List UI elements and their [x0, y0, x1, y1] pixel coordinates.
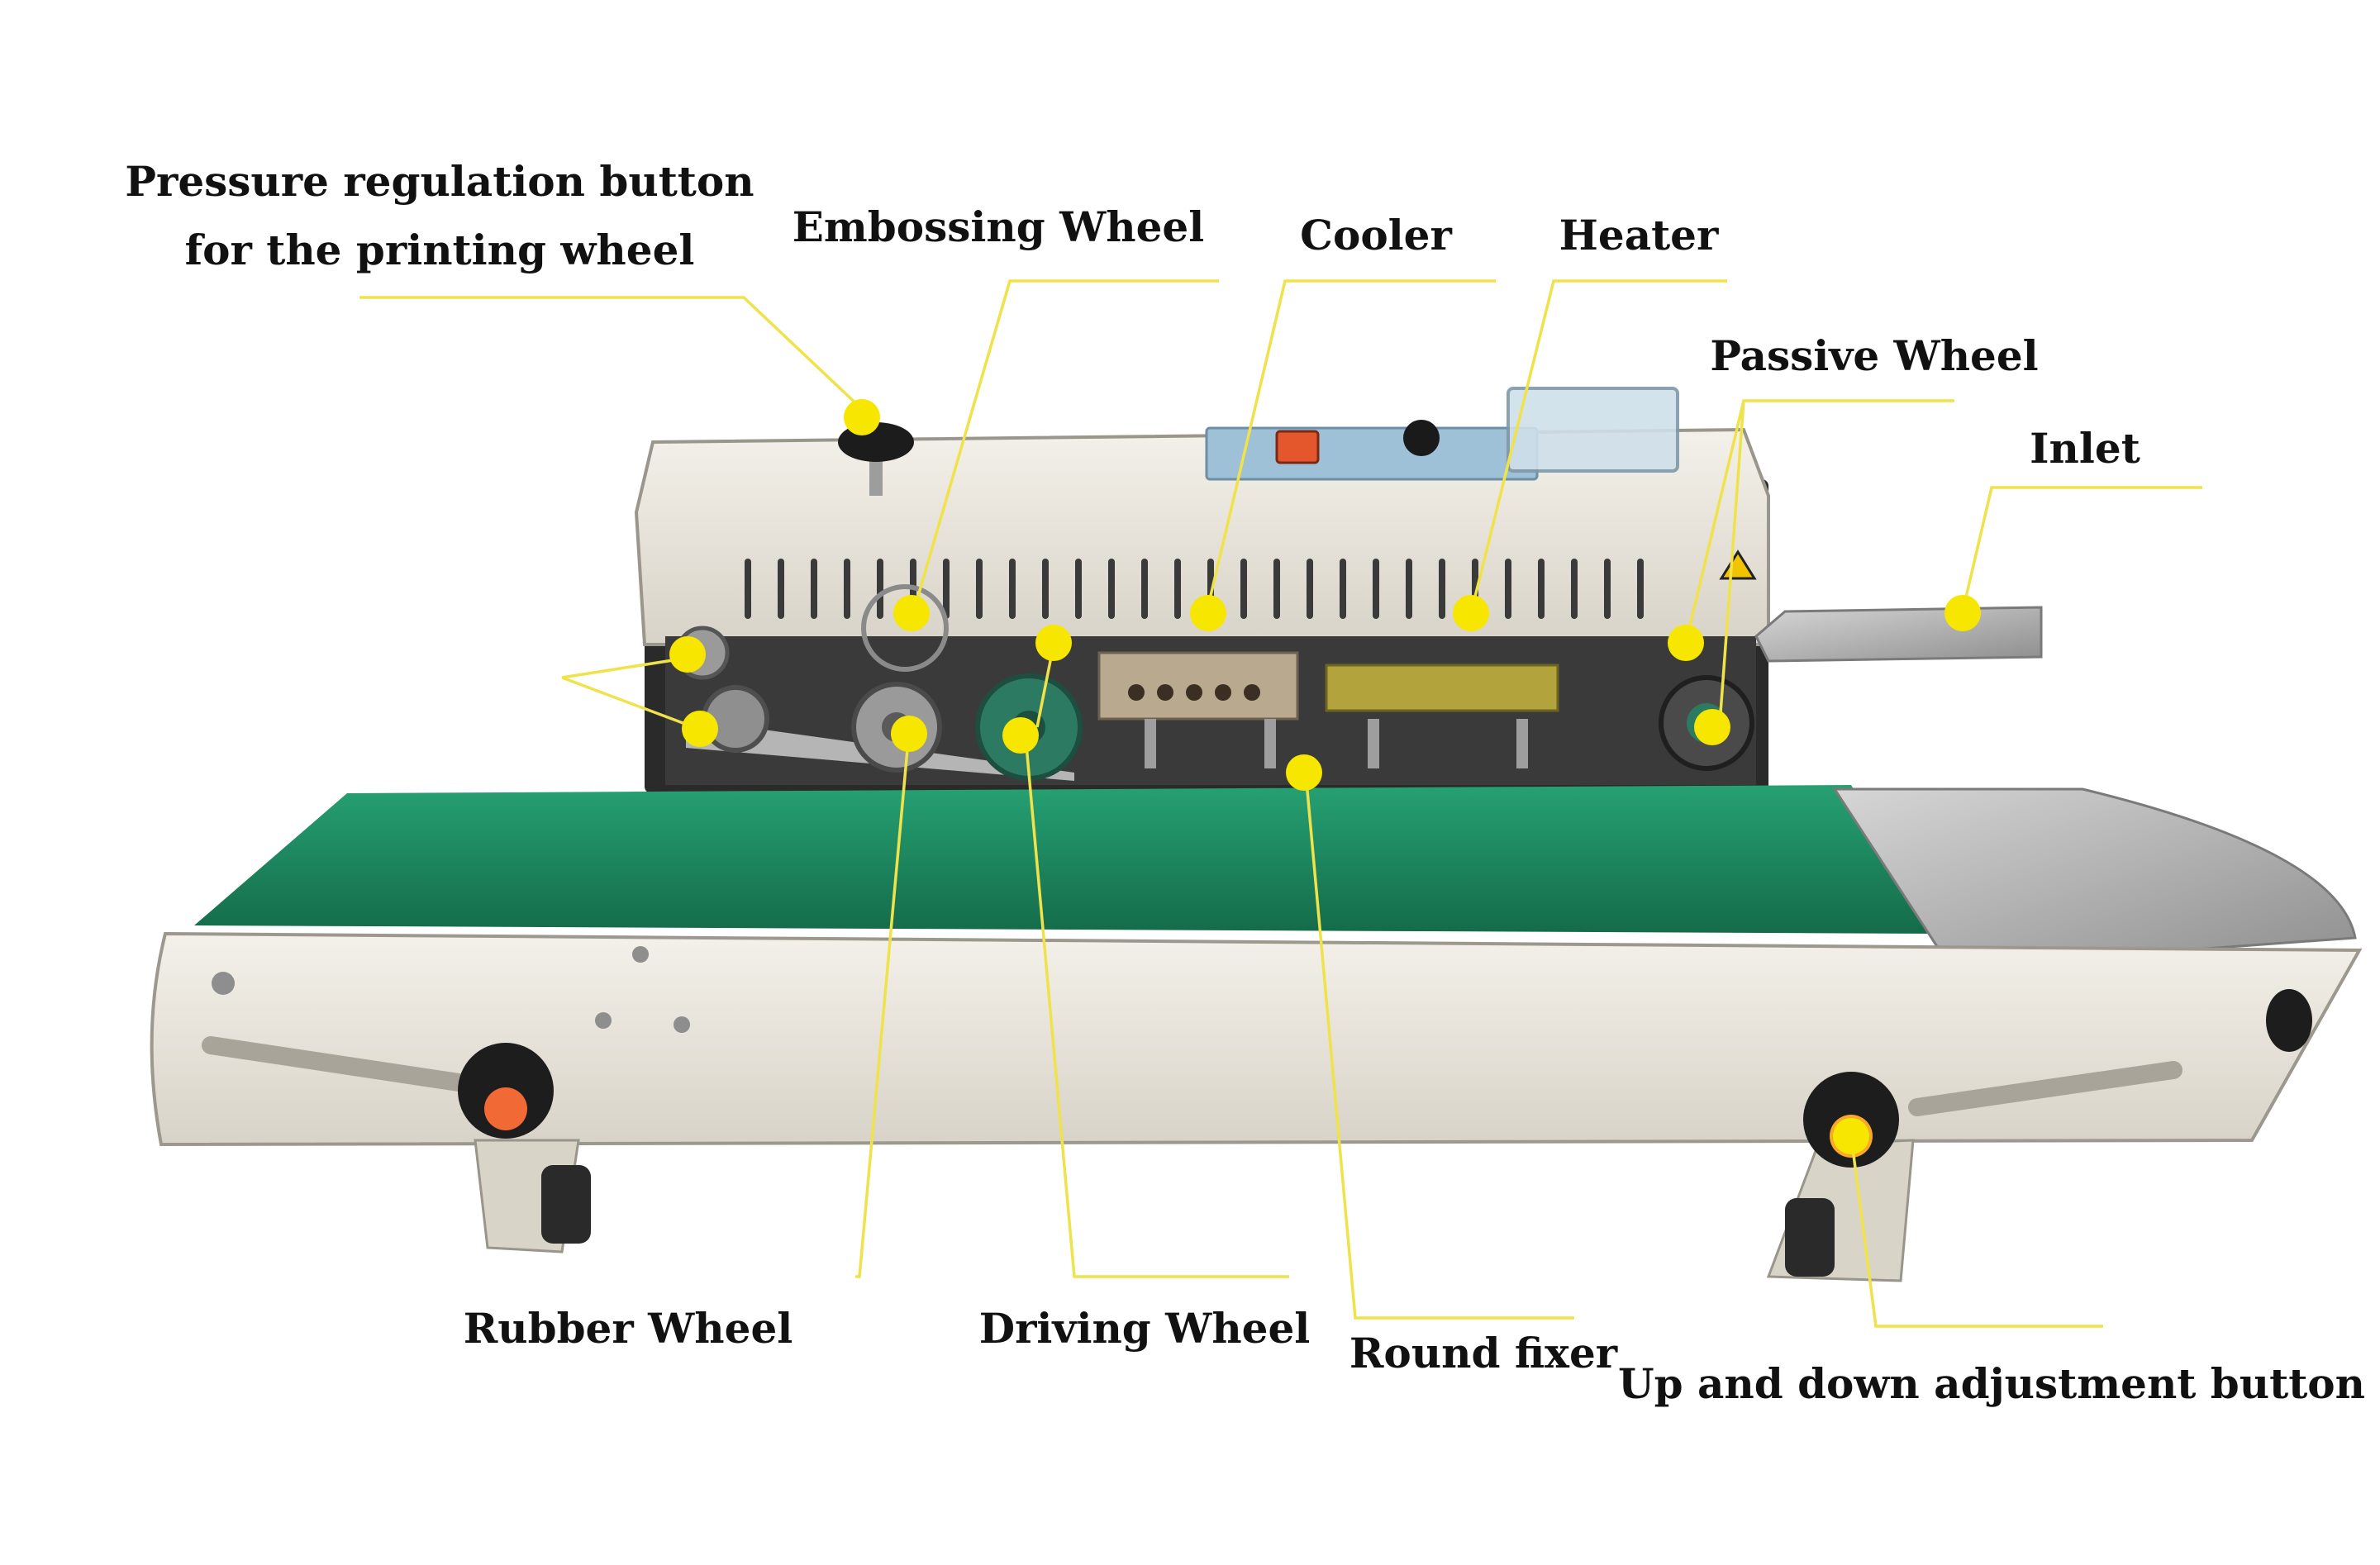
label-embossing-wheel: Embossing Wheel — [793, 202, 1204, 251]
callout-dots — [669, 399, 1981, 1154]
conveyor-side-panel — [150, 931, 2363, 1147]
inlet-tray — [1754, 606, 2043, 663]
left-adjust-knob — [458, 1043, 554, 1139]
right-wheel — [1785, 1198, 1835, 1277]
dot-cooler — [1190, 595, 1226, 631]
side-knob — [2266, 989, 2312, 1052]
leader-updown — [1849, 1135, 2103, 1328]
power-switch — [1275, 430, 1320, 464]
round-fixer-posts — [1145, 719, 1528, 768]
label-inlet: Inlet — [2030, 424, 2140, 473]
leader-round — [1304, 772, 1574, 1320]
leader-rubber — [855, 730, 911, 1278]
label-passive-wheel: Passive Wheel — [1710, 331, 2038, 380]
conveyor-belt — [194, 785, 1942, 934]
heater-block — [1325, 664, 1559, 712]
dot-passive — [1668, 625, 1704, 661]
dot-pressure — [844, 399, 880, 435]
cooling-vents — [745, 559, 1644, 619]
dot-driving — [1002, 717, 1039, 754]
labels: Pressure regulation button for the print… — [125, 157, 2365, 1408]
dot-passive-2 — [1694, 709, 1730, 745]
leader-pressure — [359, 296, 864, 411]
left-slot — [202, 1036, 468, 1092]
dot-round-fixer — [1286, 754, 1322, 791]
cooler-holes — [1128, 684, 1260, 701]
dot-left-top — [669, 636, 706, 673]
left-wheel — [541, 1165, 591, 1244]
label-driving-wheel: Driving Wheel — [979, 1304, 1311, 1353]
leader-embossing — [912, 279, 1219, 614]
leader-heater — [1469, 279, 1727, 614]
leader-driving — [1023, 726, 1289, 1278]
leader-left-b — [561, 676, 699, 730]
label-heater: Heater — [1559, 211, 1719, 259]
right-slot — [1908, 1061, 2182, 1116]
dot-embossing — [893, 595, 930, 631]
label-round-fixer: Round fixer — [1349, 1329, 1618, 1377]
dot-rubber — [891, 716, 927, 752]
leader-inlet — [1961, 486, 2202, 612]
panel-screws — [212, 946, 690, 1033]
control-panel — [1205, 426, 1539, 481]
dot-embossing-2 — [1035, 625, 1072, 661]
leader-lines — [359, 279, 2202, 1328]
label-cooler: Cooler — [1300, 211, 1452, 259]
leader-cooler — [1205, 279, 1496, 614]
temperature-knob — [1403, 420, 1440, 456]
dot-left-bottom — [682, 711, 718, 747]
dot-inlet — [1944, 595, 1981, 631]
pressure-knob-stem — [869, 453, 883, 496]
label-updown-button: Up and down adjustment button — [1618, 1359, 2365, 1408]
temperature-controller — [1507, 387, 1679, 473]
leader-passive-2 — [1717, 400, 1745, 736]
dot-updown — [1833, 1118, 1869, 1154]
label-pressure-line2: for the printing wheel — [185, 226, 695, 274]
output-tray — [1832, 787, 2357, 968]
sealer-machine — [150, 387, 2363, 1282]
label-pressure-line1: Pressure regulation button — [125, 157, 754, 206]
embossing-wheel-shape — [861, 584, 949, 672]
dot-heater — [1453, 595, 1489, 631]
label-rubber-wheel: Rubber Wheel — [464, 1304, 793, 1353]
